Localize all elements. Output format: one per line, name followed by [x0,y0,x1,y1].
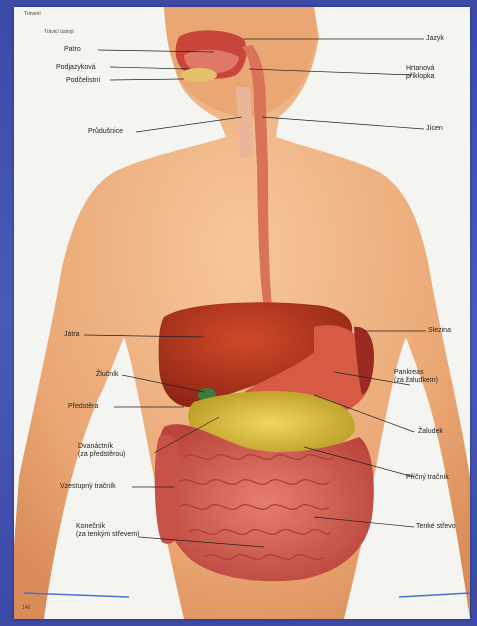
label-zlucnik: Žlučník [96,371,119,379]
label-pankreas: Pankreas (za žaludkem) [394,369,438,385]
page-rule-right [399,593,470,597]
label-tenke-strevo: Tenké střevo [416,523,456,531]
label-patro: Patro [64,46,81,54]
section-subtitle: Trávicí ústrojí [44,29,74,35]
label-zaludek: Žaludek [418,428,443,436]
label-predstera: Předstěra [68,403,98,411]
label-podcelistni: Podčelistní [66,77,100,85]
page-number: 146 [22,605,30,611]
label-podjazykova: Podjazyková [56,64,96,72]
label-jazyk: Jazyk [426,35,444,43]
label-prusvitnice: Průdušnice [88,128,123,136]
label-vzestupny-tracnik: Vzestupný tračník [60,483,116,491]
salivary-gland [181,68,217,82]
label-dvanactnik: Dvanáctník (za předstěrou) [78,443,125,459]
label-jatra: Játra [64,331,80,339]
label-konecnik: Konečník (za tenkým střevem) [76,523,139,539]
ascending-colon [155,435,179,544]
label-pricny-tracnik: Příčný tračník [406,474,449,482]
label-jicen: Jícen [426,125,443,133]
label-hrtanova: Hrtanová příklopka [406,65,434,81]
label-slezina: Slezina [428,327,451,335]
diagram-page: Trávení Trávicí ústrojí Jazyk Patro Podj… [14,7,470,619]
section-header: Trávení [24,11,41,17]
